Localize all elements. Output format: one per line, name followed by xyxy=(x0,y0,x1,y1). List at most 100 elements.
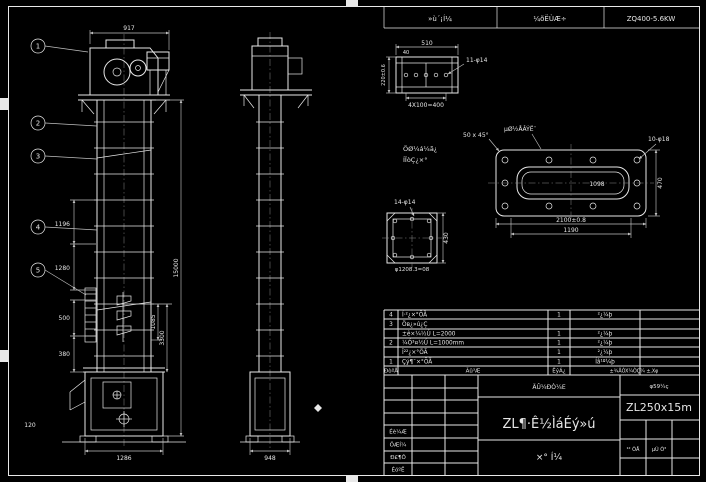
balloon-callouts: 1 2 3 4 5 xyxy=(30,38,98,296)
fold-mark-bottom xyxy=(346,476,358,482)
parts-row-3: ±ê×¼½Ú L=2000 1 ²¿¼þ xyxy=(402,331,613,338)
label-10-holes: 10-φ18 xyxy=(648,136,670,143)
dim-380: 380 xyxy=(59,351,71,358)
parts-row-4: 2 ¼Ó³¤½Ú L=1000mm 1 ²¿¼þ xyxy=(389,340,613,347)
drive-motor xyxy=(146,51,170,71)
row5-name: Î²²¿×°ÖÃ xyxy=(402,349,428,356)
row4-qty: 1 xyxy=(557,341,561,347)
label-14-holes: 14-φ14 xyxy=(394,199,416,206)
parts-header-row: ÐòºÅ Ãû³Æ ÊýÁ¿ ±¾ÅÒX¼ÒÇ¼ ±,Xφ xyxy=(384,367,658,375)
row1-mat: ²¿¼þ xyxy=(598,312,613,319)
title-block: Éè¼Æ ÖÆÍ¼ Ð£¶Ô ÉóºË ÄÛ¼ÐÒ¼E ZL¶·Ê½ÌáÉý»ú… xyxy=(384,375,699,476)
dim-1280: 1280 xyxy=(55,265,70,272)
dim-430: 430 xyxy=(443,232,450,244)
dim-15000: 15000 xyxy=(173,258,180,277)
dim-917: 917 xyxy=(123,25,135,32)
dim-40: 40 xyxy=(403,50,409,56)
row3-qty: 1 xyxy=(557,332,561,338)
dim-120: 120 xyxy=(24,422,36,429)
label-chamfer: 50 x 45° xyxy=(463,132,489,139)
note-block: ÖØ¼á¼ã¿ ÍÏòÇ¿×° xyxy=(403,144,437,164)
casing-tower xyxy=(94,100,154,372)
row4-mat: ²¿¼þ xyxy=(598,340,613,347)
side-view: 948 xyxy=(240,32,322,462)
drawing-no-label: φ59¼ç xyxy=(650,384,669,390)
company-name: ÄÛ¼ÐÒ¼E xyxy=(532,384,565,391)
head-pulley xyxy=(103,58,131,86)
front-view-dimensions: 917 15000 3300 1085 1196 1280 500 38 xyxy=(24,25,184,462)
balloon-2-label: 2 xyxy=(36,120,40,128)
row6-seq: 1 xyxy=(389,360,393,366)
balloon-4-label: 4 xyxy=(36,224,41,232)
dim-948: 948 xyxy=(264,455,276,462)
row1-seq: 4 xyxy=(389,313,393,319)
boot-section xyxy=(62,367,186,443)
dim-1190: 1190 xyxy=(563,227,578,234)
side-motor xyxy=(287,57,303,75)
header-seq: ÐòºÅ xyxy=(384,368,398,375)
header-cell-3: ZQ400-5.6KW xyxy=(627,15,676,23)
row3-name: ±ê×¼½Ú L=2000 xyxy=(402,331,456,338)
dim-2100: 2100±0.8 xyxy=(556,217,586,224)
sheet-count: ¹² ÕÅ xyxy=(627,446,641,453)
detail-flange: 14-φ14 430 φ1208.3=08 xyxy=(382,199,450,273)
fold-mark-top xyxy=(346,0,358,6)
section-mark xyxy=(314,404,322,412)
row2-name: Öв¿»ú¿Ç xyxy=(402,321,427,328)
header-name: Ãû³Æ xyxy=(466,368,481,375)
drawing-number: ZL250x15m xyxy=(626,401,692,414)
row5-qty: 1 xyxy=(557,350,561,356)
sig-row-check: Ð£¶Ô xyxy=(390,454,406,461)
label-11-holes: 11-φ14 xyxy=(466,57,488,64)
service-platform xyxy=(78,94,170,115)
fold-mark-left-top xyxy=(0,98,8,110)
header-cell-2: ¼õËÙÆ÷ xyxy=(533,14,566,23)
row2-seq: 3 xyxy=(389,322,393,328)
row1-qty: 1 xyxy=(557,313,561,319)
parts-row-5: Î²²¿×°ÖÃ 1 ²¿¼þ xyxy=(402,349,613,356)
dim-500: 500 xyxy=(59,315,71,322)
row6-mat: Íâ¹º¼þ xyxy=(595,359,615,366)
sheet-type: ×° Í¼ xyxy=(536,451,563,463)
row6-name: Çý¶¯×°ÖÃ xyxy=(402,359,432,366)
head-section xyxy=(89,39,170,96)
inlet-chute xyxy=(69,379,86,393)
inspection-door xyxy=(102,381,132,409)
parts-row-2: 3 Öв¿»ú¿Ç xyxy=(389,321,427,328)
dim-1085: 1085 xyxy=(150,314,157,329)
sig-row-draw: ÖÆÍ¼ xyxy=(390,442,407,449)
break-line-upper xyxy=(96,149,152,159)
balloon-3-label: 3 xyxy=(36,153,40,161)
drawing-title: ZL¶·Ê½ÌáÉý»ú xyxy=(502,416,595,432)
dim-510: 510 xyxy=(421,40,433,47)
header-cell-1: »ù´¡Í¼ xyxy=(428,14,452,23)
flange-note: φ1208.3=08 xyxy=(395,267,430,273)
parts-row-1: 4 Í·²¿×°ÖÃ 1 ²¿¼þ xyxy=(389,312,613,319)
sig-row-approve: ÉóºË xyxy=(392,466,405,474)
drive-pulley xyxy=(129,59,147,77)
balloon-5-label: 5 xyxy=(36,267,40,275)
row4-seq: 2 xyxy=(389,341,393,347)
detail-channel: 510 40 11-φ14 220±0.6 4X100=400 xyxy=(381,40,488,109)
plate-caption: µØ½ÅÂÝË¨ xyxy=(504,126,537,133)
sheet-index: µÚ Ò³ xyxy=(652,446,666,453)
parts-table: 4 Í·²¿×°ÖÃ 1 ²¿¼þ 3 Öв¿»ú¿Ç ±ê×¼½Ú L=200… xyxy=(383,309,699,476)
dim-hole-spacing: 4X100=400 xyxy=(408,102,444,109)
dim-1098: 1098 xyxy=(589,181,604,188)
fold-mark-left-bottom xyxy=(0,350,8,362)
dim-1196: 1196 xyxy=(55,221,70,228)
sig-row-design: Éè¼Æ xyxy=(389,428,407,436)
row5-mat: ²¿¼þ xyxy=(598,349,613,356)
detail-plate: 50 x 45° µØ½ÅÂÝË¨ 10-φ18 1098 470 2100±0… xyxy=(463,126,670,238)
header-qty: ÊýÁ¿ xyxy=(552,367,565,375)
bucket-chain xyxy=(116,292,132,342)
balloon-1-label: 1 xyxy=(36,43,40,51)
row4-name: ¼Ó³¤½Ú L=1000mm xyxy=(402,340,464,347)
row3-mat: ²¿¼þ xyxy=(598,331,613,338)
front-view: 1 2 3 4 5 917 15000 33 xyxy=(24,25,186,462)
row6-qty: 1 xyxy=(557,360,561,366)
note-line-2: ÍÏòÇ¿×° xyxy=(403,155,428,164)
break-line-lower xyxy=(96,301,152,311)
